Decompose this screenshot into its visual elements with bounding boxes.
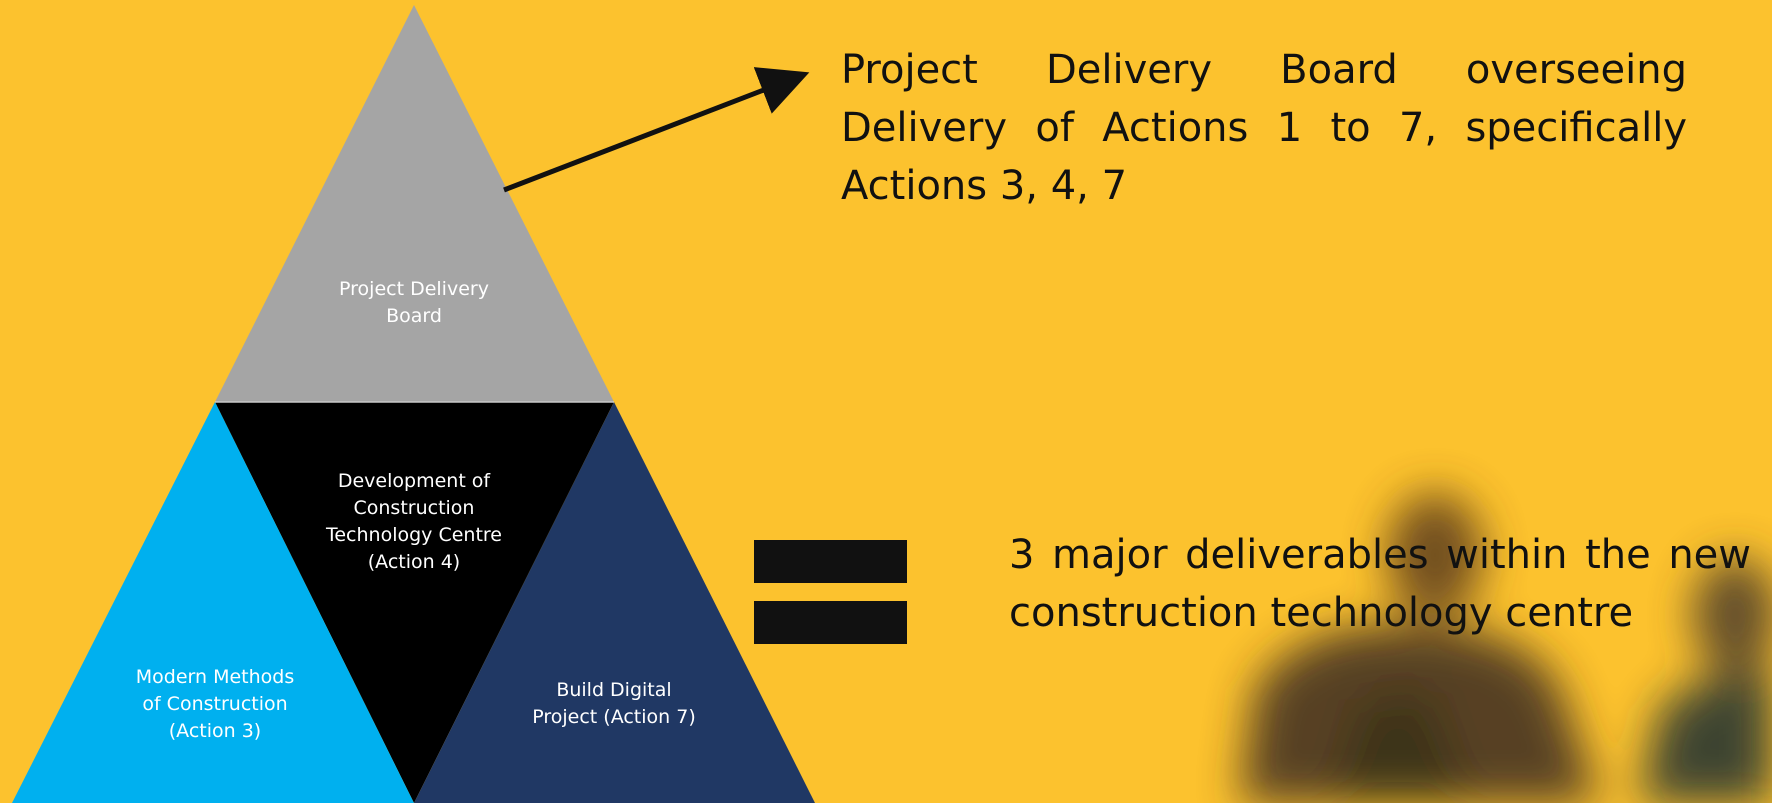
callout-top-text: Project Delivery Board overseeing Delive… (841, 47, 1687, 209)
equals-bar-top (754, 540, 907, 583)
left-triangle (12, 402, 414, 803)
middle-triangle-label: Development of Construction Technology C… (325, 470, 502, 573)
left-triangle-label: Modern Methods of Construction (Action 3… (135, 666, 295, 742)
arrow-icon (503, 67, 810, 193)
top-triangle-label: Project Delivery Board (339, 278, 489, 327)
callout-bottom-text: 3 major deliverables within the new cons… (1009, 532, 1751, 636)
middle-triangle (215, 402, 614, 803)
background-figures (1240, 493, 1772, 803)
right-triangle (414, 402, 815, 803)
top-triangle (215, 5, 614, 402)
right-triangle-label: Build Digital Project (Action 7) (532, 679, 696, 728)
equals-bar-bottom (754, 601, 907, 644)
